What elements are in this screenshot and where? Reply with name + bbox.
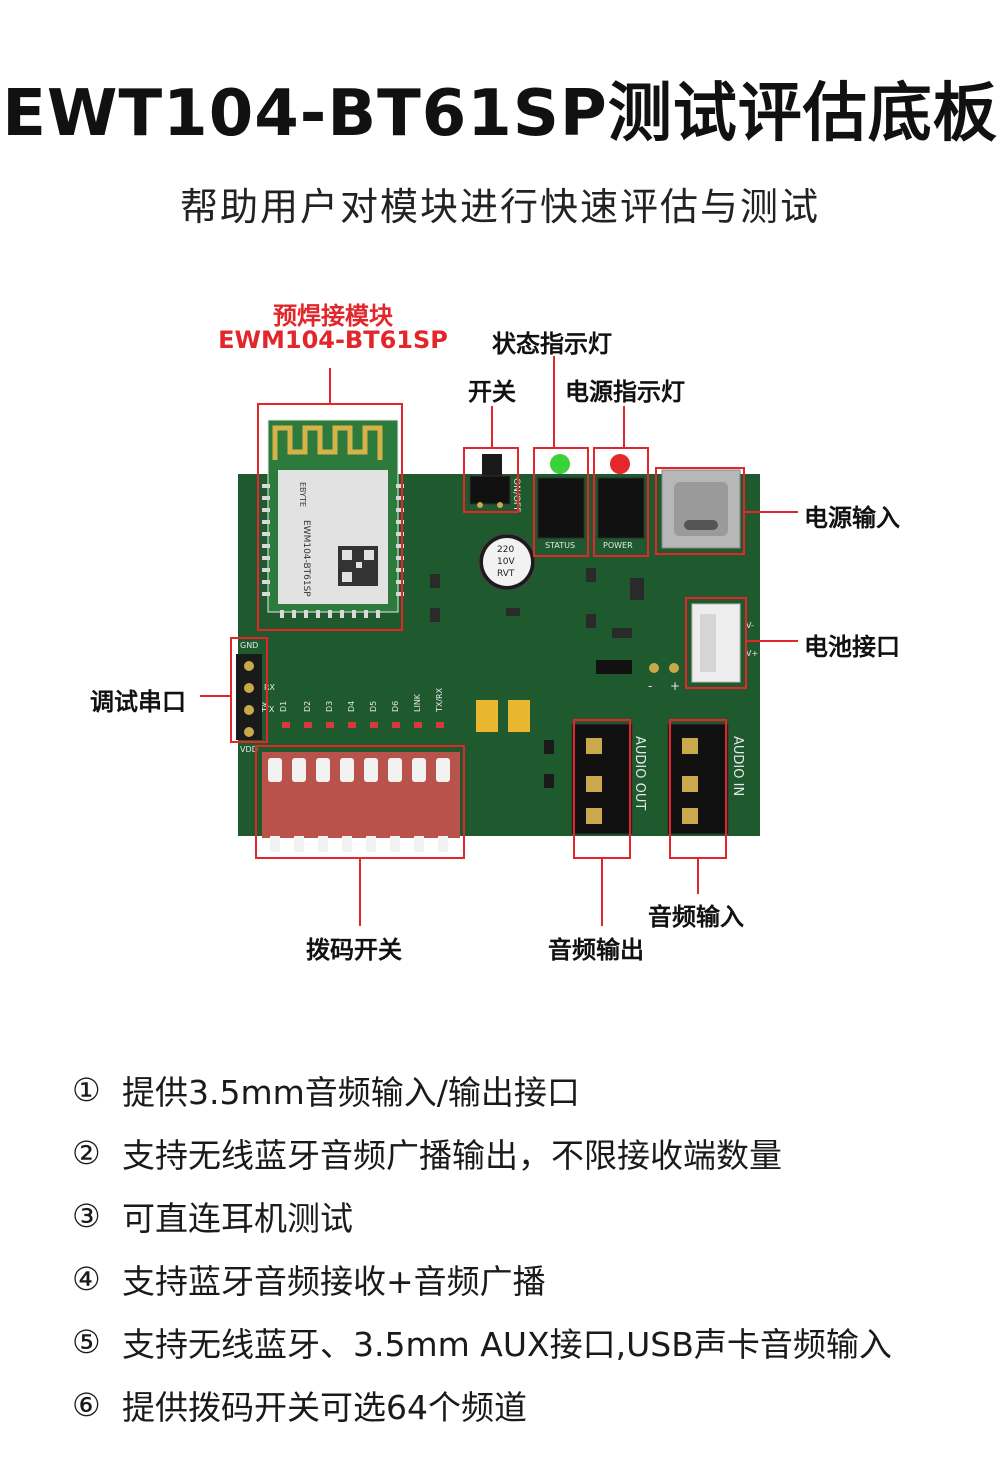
audio-in-jack: AUDIO IN bbox=[667, 723, 745, 835]
dip-silk-d4: D4 bbox=[347, 701, 356, 712]
cap-text-2: 10V bbox=[497, 557, 515, 567]
feature-list: ① 提供3.5mm音频输入/输出接口 ② 支持无线蓝牙音频广播输出，不限接收端数… bbox=[72, 1058, 972, 1436]
feature-item: ① 提供3.5mm音频输入/输出接口 bbox=[72, 1058, 972, 1121]
dip-silk-tx: TX bbox=[261, 701, 270, 713]
dip-silk-d2: D2 bbox=[303, 701, 312, 712]
module-brand-text: EBYTE bbox=[298, 482, 307, 507]
feature-item: ⑤ 支持无线蓝牙、3.5mm AUX接口,USB声卡音频输入 bbox=[72, 1310, 972, 1373]
feature-text: 支持无线蓝牙、3.5mm AUX接口,USB声卡音频输入 bbox=[122, 1324, 892, 1364]
feature-text: 支持无线蓝牙音频广播输出，不限接收端数量 bbox=[122, 1135, 782, 1175]
feature-number: ④ bbox=[72, 1259, 101, 1298]
board-illustration: EBYTE EWM104-BT61SP ON/OFF STATUS bbox=[200, 356, 798, 926]
cap-text-3: RVT bbox=[497, 569, 515, 579]
status-led: STATUS bbox=[537, 454, 585, 550]
dip-silk-txrx: TX/RX bbox=[435, 687, 444, 713]
feature-item: ② 支持无线蓝牙音频广播输出，不限接收端数量 bbox=[72, 1121, 972, 1184]
battery-vminus: V- bbox=[746, 621, 754, 630]
feature-number: ② bbox=[72, 1133, 101, 1172]
module-model-text: EWM104-BT61SP bbox=[301, 520, 311, 597]
tx-silk: TX bbox=[263, 705, 275, 714]
feature-item: ③ 可直连耳机测试 bbox=[72, 1184, 972, 1247]
dip-switch-label: 拨码开关 bbox=[306, 936, 402, 964]
feature-number: ① bbox=[72, 1070, 101, 1109]
cap-text-1: 220 bbox=[497, 545, 514, 555]
feature-text: 支持蓝牙音频接收+音频广播 bbox=[122, 1261, 546, 1301]
capacitor: 220 10V RVT bbox=[478, 533, 536, 591]
dip-silk-d5: D5 bbox=[369, 701, 378, 712]
dip-silk-link: LINK bbox=[413, 693, 422, 712]
on-off-silk: ON/OFF bbox=[511, 478, 521, 512]
ble-module: EBYTE EWM104-BT61SP bbox=[262, 419, 404, 618]
slide-switch: ON/OFF bbox=[469, 454, 521, 512]
feature-item: ④ 支持蓝牙音频接收+音频广播 bbox=[72, 1247, 972, 1310]
power-input-label: 电源输入 bbox=[804, 504, 900, 532]
switch-label: 开关 bbox=[468, 378, 516, 406]
status-led-label: 状态指示灯 bbox=[492, 330, 612, 358]
audio-out-jack: AUDIO OUT bbox=[571, 723, 647, 835]
feature-number: ⑥ bbox=[72, 1385, 101, 1424]
dip-silk-d6: D6 bbox=[391, 701, 400, 712]
audio-out-silk: AUDIO OUT bbox=[632, 736, 647, 810]
page-title: EWT104-BT61SP测试评估底板 bbox=[2, 77, 998, 151]
status-led-highlight bbox=[533, 447, 589, 557]
power-silk: POWER bbox=[603, 541, 633, 550]
audio-in-silk: AUDIO IN bbox=[730, 736, 745, 796]
dip-silk-d3: D3 bbox=[325, 701, 334, 712]
power-led-highlight bbox=[593, 447, 649, 557]
gnd-silk: GND bbox=[240, 641, 258, 650]
battery-connector: V- V+ bbox=[691, 603, 758, 683]
debug-highlight bbox=[230, 637, 268, 743]
rx-silk: RX bbox=[264, 683, 276, 692]
minus-silk: - bbox=[648, 679, 652, 693]
dip-switch-body bbox=[262, 752, 460, 852]
power-led-label: 电源指示灯 bbox=[565, 378, 685, 406]
feature-text: 提供拨码开关可选64个频道 bbox=[122, 1387, 527, 1427]
plus-silk: + bbox=[670, 679, 680, 693]
feature-text: 可直连耳机测试 bbox=[122, 1198, 353, 1238]
feature-number: ③ bbox=[72, 1196, 101, 1235]
usb-c-connector bbox=[661, 469, 741, 549]
dip-silk-d1: D1 bbox=[279, 701, 288, 712]
battery-highlight bbox=[685, 597, 747, 689]
feature-number: ⑤ bbox=[72, 1322, 101, 1361]
battery-vplus: V+ bbox=[746, 649, 758, 658]
battery-label: 电池接口 bbox=[804, 633, 900, 661]
module-callout-model: EWM104-BT61SP bbox=[218, 326, 448, 354]
feature-text: 提供3.5mm音频输入/输出接口 bbox=[122, 1072, 580, 1112]
audio-output-label: 音频输出 bbox=[548, 936, 644, 964]
power-led: POWER bbox=[597, 454, 645, 550]
debug-header: GND RX TX VDD bbox=[236, 641, 276, 754]
audio-input-label: 音频输入 bbox=[648, 903, 744, 931]
vdd-silk: VDD bbox=[240, 745, 258, 754]
debug-serial-label: 调试串口 bbox=[90, 688, 186, 716]
page-subtitle: 帮助用户对模块进行快速评估与测试 bbox=[179, 185, 820, 229]
feature-item: ⑥ 提供拨码开关可选64个频道 bbox=[72, 1373, 972, 1436]
status-silk: STATUS bbox=[545, 541, 575, 550]
module-callout-title: 预焊接模块 bbox=[273, 302, 393, 330]
